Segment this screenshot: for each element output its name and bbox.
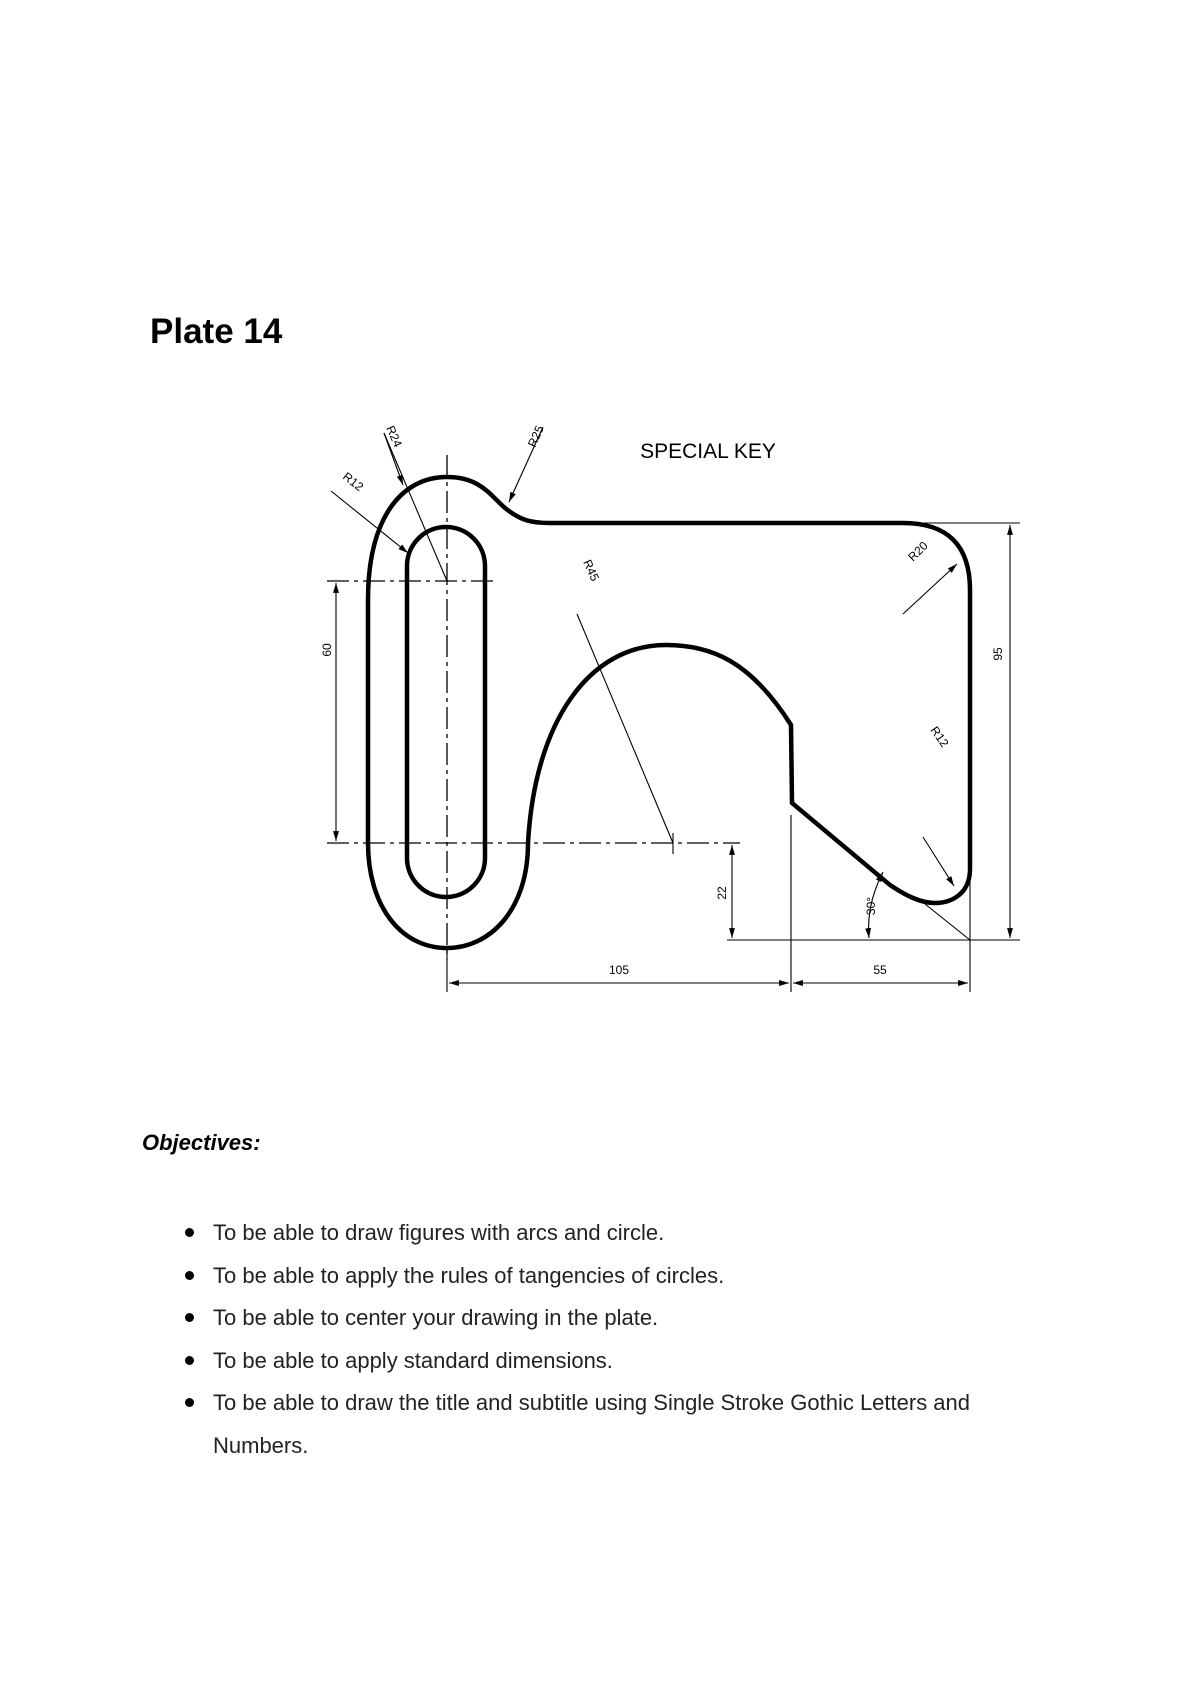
dimension-lines	[330, 426, 1020, 992]
centerlines	[327, 455, 740, 960]
dim-22: 22	[715, 886, 729, 900]
page-title: Plate 14	[150, 312, 283, 351]
slot	[404, 524, 488, 900]
dim-r12-corner: R12	[928, 724, 952, 750]
objectives-heading: Objectives:	[142, 1130, 261, 1155]
dim-60: 60	[320, 643, 334, 657]
dim-r24: R24	[383, 424, 405, 450]
dim-95: 95	[991, 647, 1005, 661]
dim-r25: R25	[525, 423, 547, 449]
list-item: To be able to apply the rules of tangenc…	[185, 1255, 1065, 1298]
dim-r45: R45	[580, 558, 602, 584]
dim-angle: 30°	[864, 897, 878, 915]
dim-55: 55	[873, 963, 887, 977]
list-item: To be able to center your drawing in the…	[185, 1297, 1065, 1340]
list-item: To be able to apply standard dimensions.	[185, 1340, 1065, 1383]
list-item: To be able to draw the title and subtitl…	[185, 1382, 1065, 1467]
objectives-list: To be able to draw figures with arcs and…	[185, 1212, 1065, 1467]
drawing-title: SPECIAL KEY	[640, 440, 776, 463]
list-item: To be able to draw figures with arcs and…	[185, 1212, 1065, 1255]
dim-105: 105	[609, 963, 629, 977]
key-outline	[365, 474, 973, 951]
dim-r12-slot: R12	[340, 469, 366, 494]
dim-r20: R20	[905, 538, 931, 564]
